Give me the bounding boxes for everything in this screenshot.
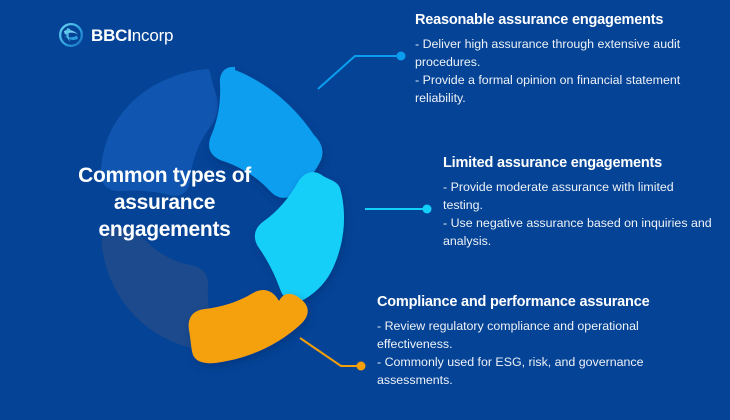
brand-name-bold: BBCI xyxy=(91,25,132,45)
ring-segment-reasonable xyxy=(209,66,323,198)
callout-2-heading: Limited assurance engagements xyxy=(443,155,663,171)
callout-1-line-1: - Deliver high assurance through extensi… xyxy=(415,37,681,70)
connector-dot-1 xyxy=(396,51,406,61)
brand-logo: BBCIncorp xyxy=(58,22,173,48)
ring-segment-muted-upper xyxy=(100,69,218,196)
callout-1-heading: Reasonable assurance engagements xyxy=(415,12,664,28)
connector-dot-3 xyxy=(356,361,366,371)
callout-1-line-2: - Provide a formal opinion on financial … xyxy=(415,72,681,105)
callout-limited-assurance: Limited assurance engagements - Provide … xyxy=(443,155,715,250)
callout-2-line-1: - Provide moderate assurance with limite… xyxy=(443,180,674,213)
callout-3-line-2: - Commonly used for ESG, risk, and gover… xyxy=(377,354,644,387)
ring-svg xyxy=(100,66,345,364)
ring-segment-limited xyxy=(254,172,345,302)
callout-reasonable-assurance: Reasonable assurance engagements - Deliv… xyxy=(415,12,715,107)
ring-segment-compliance xyxy=(188,289,308,364)
brand-name: BBCIncorp xyxy=(91,27,173,44)
connector-dot-2 xyxy=(422,204,432,214)
brand-name-regular: ncorp xyxy=(131,25,174,45)
center-title: Common types of assurance engagements xyxy=(78,164,251,241)
callout-compliance-performance: Compliance and performance assurance - R… xyxy=(377,294,715,389)
assurance-ring-diagram xyxy=(75,58,365,364)
callout-3-line-1: - Review regulatory compliance and opera… xyxy=(377,319,639,352)
swirl-circle-icon xyxy=(59,23,83,47)
callout-3-heading: Compliance and performance assurance xyxy=(377,294,650,310)
callout-2-line-2: - Use negative assurance based on inquir… xyxy=(443,215,712,248)
ring-segment-muted-lower xyxy=(101,227,215,351)
